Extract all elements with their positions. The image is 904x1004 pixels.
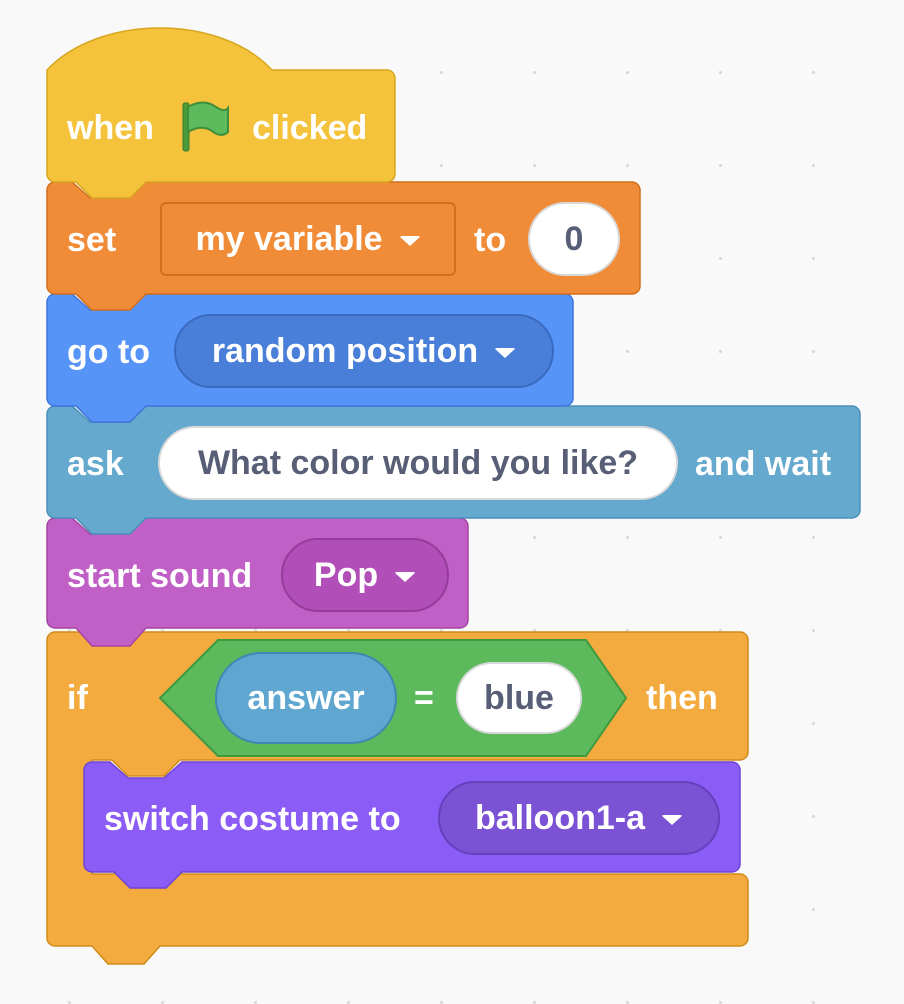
variable-dropdown[interactable]: my variable: [160, 202, 456, 276]
equals-right-text: blue: [484, 678, 554, 717]
costume-dropdown-value: balloon1-a: [474, 798, 646, 837]
when-label: when: [67, 109, 154, 147]
go-to-target-dropdown[interactable]: random position: [174, 314, 554, 388]
sound-dropdown[interactable]: Pop: [281, 538, 449, 612]
start-sound-label: start sound: [67, 557, 253, 595]
switch-costume-label: switch costume to: [104, 800, 401, 838]
variable-value-text: 0: [564, 219, 584, 258]
go-to-label: go to: [67, 333, 151, 371]
variable-dropdown-value: my variable: [195, 219, 383, 258]
and-wait-label: and wait: [695, 445, 832, 483]
then-label: then: [646, 679, 718, 717]
sound-dropdown-value: Pop: [313, 555, 379, 594]
chevron-down-icon: [394, 572, 417, 582]
equals-right-input[interactable]: blue: [456, 662, 582, 734]
variable-value-input[interactable]: 0: [528, 202, 620, 276]
to-label: to: [474, 221, 507, 259]
answer-reporter-label: answer: [247, 678, 365, 717]
ask-label: ask: [67, 445, 124, 483]
chevron-down-icon: [661, 815, 684, 825]
green-flag-icon: [182, 101, 229, 152]
answer-reporter[interactable]: answer: [215, 652, 397, 744]
if-label: if: [67, 679, 88, 717]
equals-sign: =: [414, 679, 434, 717]
chevron-down-icon: [494, 348, 517, 358]
ask-question-input[interactable]: What color would you like?: [158, 426, 678, 500]
chevron-down-icon: [398, 236, 421, 246]
costume-dropdown[interactable]: balloon1-a: [438, 781, 720, 855]
ask-question-text: What color would you like?: [197, 443, 639, 482]
clicked-label: clicked: [252, 109, 368, 147]
go-to-target-value: random position: [211, 331, 479, 370]
set-label: set: [67, 221, 117, 259]
